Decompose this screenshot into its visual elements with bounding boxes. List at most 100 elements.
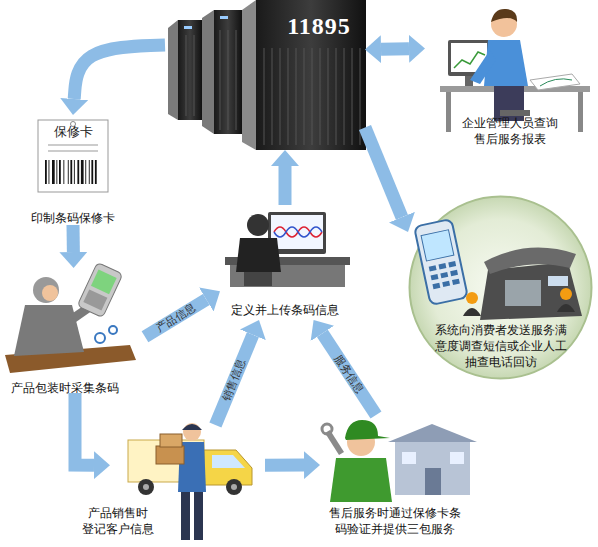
server-rack [336,48,337,145]
operator-figure [230,265,345,287]
packing-worker [83,289,107,310]
packing-worker [42,285,58,301]
manager-figure [578,92,583,132]
server-rack [220,16,228,19]
operator-figure [225,257,350,265]
service-worker [345,420,390,440]
manager-figure [484,40,528,86]
desk-phone [505,280,541,306]
delivery-truck [181,492,190,540]
barcode-bar [56,160,58,184]
operator-figure [271,215,323,249]
flow-arrow [381,42,409,55]
barcode-bar [77,160,79,184]
process-node: 保修卡印制条码保修卡 [28,115,118,225]
cell-phone [440,272,448,278]
cell-phone [414,219,468,305]
packing-worker [77,262,123,317]
server-rack [312,48,313,145]
desk-phone [480,248,582,320]
server-rack [328,48,329,145]
delivery-truck [160,434,182,447]
barcode-bar [48,160,50,184]
delivery-truck [178,442,206,492]
person-icon [463,308,481,316]
delivery-truck [204,450,252,485]
person-icon [463,288,575,316]
barcode-bar [63,160,65,184]
delivery-truck [143,484,149,490]
node-text: 11895 [254,12,384,40]
server-rack [272,48,273,145]
flow-arrow [265,459,304,472]
packing-worker [70,300,96,322]
cell-phone [414,219,468,305]
barcode-bar [45,160,47,184]
packing-worker [77,262,123,317]
manager-figure [440,86,590,92]
flow-arrow [322,333,376,415]
manager-figure [500,110,530,116]
barcode-bar [81,160,84,184]
barcode-bar [85,160,87,184]
packing-worker [109,326,117,334]
delivery-truck [182,424,202,430]
cell-phone [448,261,456,267]
node-text: 企业管理人员查询 售后服务报表 [435,115,585,147]
delivery-truck [231,484,237,490]
person-icon [466,292,478,304]
cell-phone [438,263,446,269]
delivery-truck [212,455,245,468]
packing-worker [33,277,59,303]
flow-arrow [75,393,94,465]
server-rack [236,30,237,130]
warranty-card [38,120,108,192]
circle-node: 系统向消费者发送服务满 意度调查短信或企业人工 抽查电话回访 [408,195,593,380]
edge-label: 产品信息 [153,301,197,335]
node-text: 定义并上传条码信息 [195,302,375,318]
server-rack [178,20,202,120]
manager-figure [491,9,517,22]
packing-worker [91,269,117,294]
desk-phone [480,262,582,320]
server-rack [242,0,256,150]
operator-figure [274,227,322,237]
cell-phone [429,265,437,271]
node-text: 系统向消费者发送服务满 意度调查短信或企业人工 抽查电话回访 [428,322,573,370]
server-rack [352,48,353,145]
process-node: 定义并上传条码信息 [220,205,350,320]
flow-arrow [74,45,165,99]
person-icon [560,288,572,300]
process-node: 产品销售时 登记客户信息 [110,425,265,540]
manager-figure [530,74,580,90]
operator-figure [225,212,350,287]
node-text: 产品销售时 登记客户信息 [63,505,173,537]
server-rack [304,48,305,145]
delivery-truck [194,492,203,540]
barcode-bar [73,160,75,184]
barcode [45,160,97,184]
desk-phone [548,276,568,286]
server-rack [184,26,192,29]
delivery-truck [138,479,154,495]
barcode-bar [91,160,93,184]
packing-worker [5,262,136,373]
server-rack [202,10,214,134]
barcode-bar [59,160,61,184]
server-rack [360,48,361,145]
barcode-bar [95,160,97,184]
node-text: 保修卡 [38,124,108,140]
manager-figure [451,43,487,72]
flow-arrow [279,166,292,205]
service-worker [425,468,441,495]
service-worker [388,424,477,442]
delivery-truck [183,423,201,441]
service-worker [450,452,464,464]
barcode-bar [88,160,90,184]
server-rack [296,48,297,145]
